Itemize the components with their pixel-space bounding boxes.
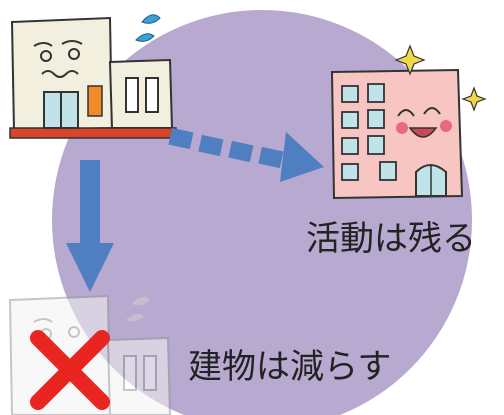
dashed-arrow-right xyxy=(168,127,324,182)
sparkle-icon xyxy=(394,44,487,112)
caption-reduce-buildings: 建物は減らす xyxy=(188,347,392,387)
caption-activity-remains: 活動は残る xyxy=(306,219,476,259)
solid-arrow-down xyxy=(66,160,114,292)
cross-icon xyxy=(30,330,110,410)
sweat-drop-icon xyxy=(135,14,161,42)
worried-building-icon xyxy=(9,16,177,139)
happy-pink-building-icon xyxy=(330,68,464,200)
